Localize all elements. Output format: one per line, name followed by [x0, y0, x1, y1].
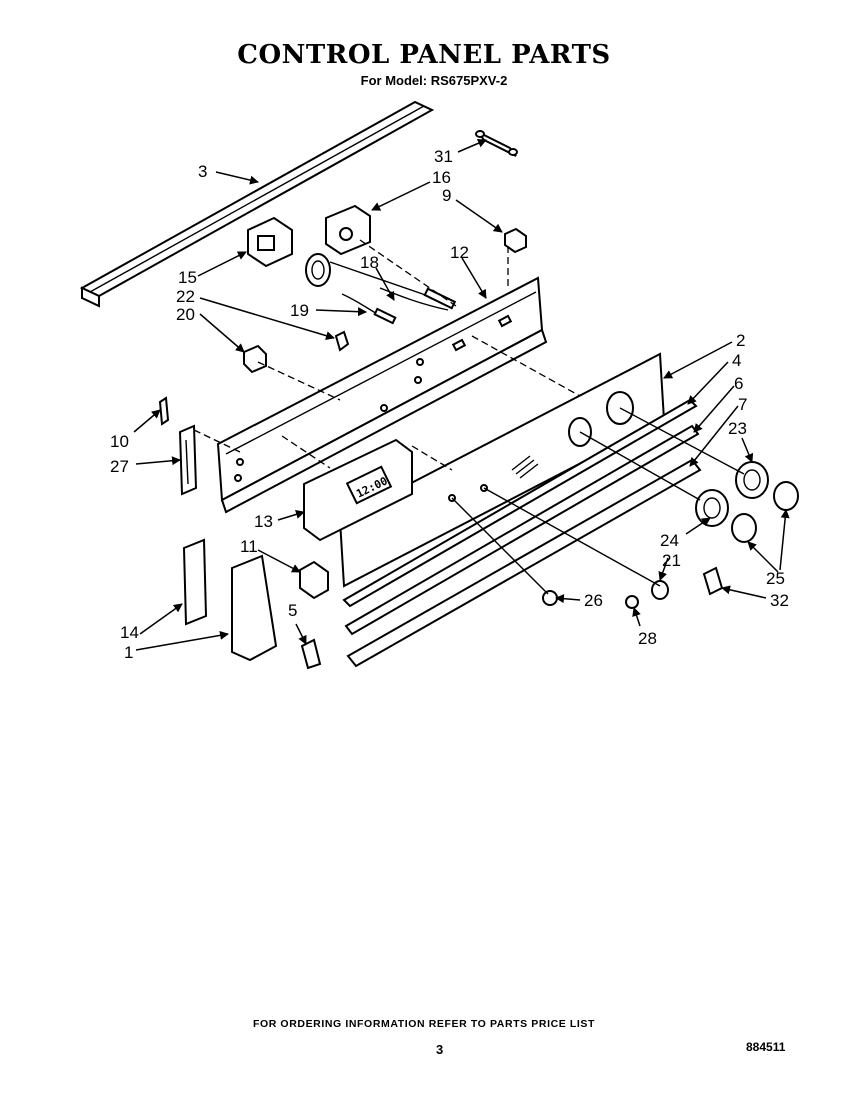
- callout-numbers: 3 31 16 9 12 15 18 22 19 20 2 4 6 7 23 1…: [110, 147, 789, 662]
- callout-32: 32: [770, 591, 789, 610]
- page-number: 3: [436, 1042, 444, 1057]
- callout-5: 5: [288, 601, 297, 620]
- callout-1: 1: [124, 643, 133, 662]
- callout-22: 22: [176, 287, 195, 306]
- callout-12: 12: [450, 243, 469, 262]
- callout-7: 7: [738, 395, 747, 414]
- part-23-bezel: [735, 461, 769, 499]
- callout-14: 16: [432, 168, 451, 187]
- callout-11: 11: [240, 537, 258, 556]
- part-20-bracket: [243, 344, 267, 374]
- part-28-nut: [625, 595, 639, 609]
- callout-23: 23: [728, 419, 747, 438]
- part-9-clip: [504, 227, 527, 254]
- part-22-clip: [334, 330, 350, 352]
- callout-20: 20: [176, 305, 195, 324]
- part-27-bracket: [178, 424, 198, 496]
- callout-10: 10: [110, 432, 129, 451]
- part-6-trim: [344, 424, 700, 636]
- callout-4: 4: [732, 351, 741, 370]
- callout-9: 9: [442, 186, 451, 205]
- callout-24: 24: [660, 531, 679, 550]
- callout-31: 31: [434, 147, 453, 166]
- part-21-knob: [651, 580, 669, 600]
- part-5-clip: [300, 638, 322, 670]
- part-3-top-trim: [79, 100, 435, 308]
- callout-21: 21: [662, 551, 681, 570]
- part-11-bracket: [299, 560, 329, 600]
- callout-15: 15: [178, 268, 197, 287]
- part-24-bezel: [695, 489, 729, 527]
- part-4-trim: [342, 398, 698, 608]
- callout-26: 26: [584, 591, 603, 610]
- callout-28: 28: [638, 629, 657, 648]
- callout-3: 3: [198, 162, 207, 181]
- callout-19: 19: [290, 301, 309, 320]
- part-15-box: [247, 216, 293, 268]
- assembly-lines: [193, 239, 745, 595]
- callout-2: 2: [736, 331, 745, 350]
- document-number: 884511: [746, 1040, 786, 1054]
- part-16-side-plate: [182, 538, 208, 626]
- part-2-front-panel: [338, 352, 666, 588]
- exploded-parts-diagram: 12:00: [79, 100, 799, 670]
- part-25-knob-upper: [773, 481, 799, 511]
- part-10-clip: [158, 396, 170, 426]
- callout-13: 13: [254, 512, 273, 531]
- part-18-ring: [305, 253, 331, 287]
- wire-harness: [329, 261, 457, 325]
- callout-leaders: [133, 139, 790, 651]
- callout-27: 27: [110, 457, 129, 476]
- callout-6: 6: [734, 374, 743, 393]
- callout-25: 25: [766, 569, 785, 588]
- page-title: CONTROL PANEL PARTS: [237, 40, 611, 70]
- callout-18: 18: [360, 253, 379, 272]
- part-26-nut: [542, 590, 558, 606]
- part-25-knob-lower: [731, 513, 757, 543]
- part-32-clip: [702, 566, 724, 596]
- part-12-console-panel: [216, 276, 548, 514]
- ordering-note: FOR ORDERING INFORMATION REFER TO PARTS …: [252, 1018, 596, 1030]
- model-subtitle: For Model: RS675PXV-2: [360, 73, 508, 88]
- part-7-trim: [346, 458, 702, 668]
- part-31-bracket: [475, 130, 518, 157]
- part-13-clock-module: 12:00: [303, 438, 413, 542]
- callout-16: 14: [120, 623, 139, 642]
- part-14-bracket: [325, 204, 371, 256]
- part-1-end-cap: [231, 554, 278, 662]
